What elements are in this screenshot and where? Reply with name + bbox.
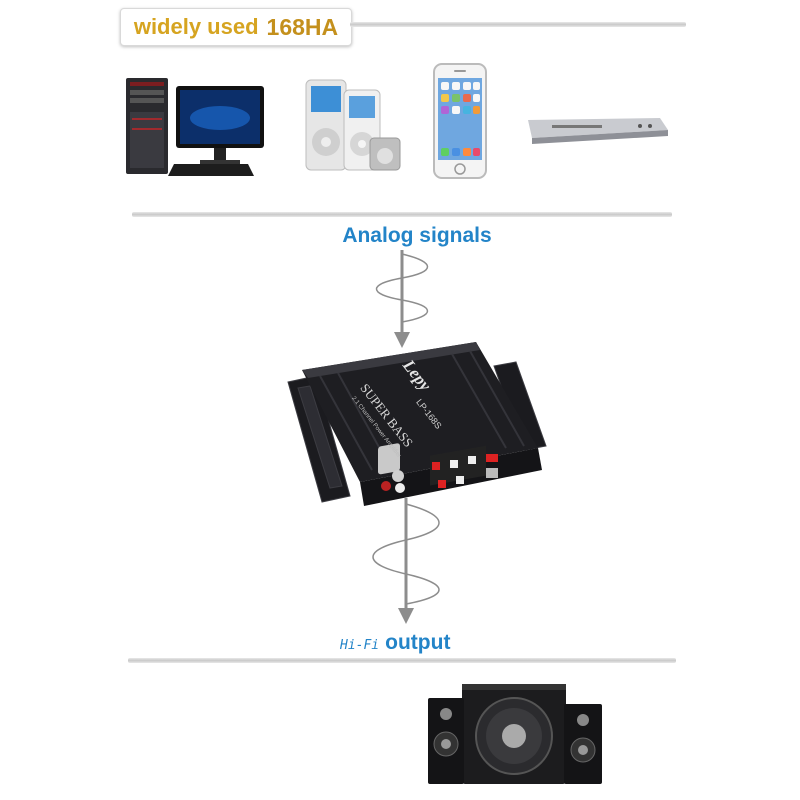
badge-model: 168HA (266, 13, 339, 40)
output-signal-arrow (366, 496, 446, 628)
speaker-system-icon (424, 680, 606, 788)
hifi-prefix: Hi-Fi (340, 638, 380, 653)
top-divider (350, 22, 686, 27)
hifi-output-label: Hi-Fi output (340, 631, 520, 655)
middle-divider (132, 212, 672, 217)
music-player-icon (300, 74, 408, 174)
title-badge: widely used 168HA (120, 8, 352, 46)
input-signal-arrow (370, 248, 434, 352)
amplifier-image: SUPER BASS 2.1 Channel Power Amplifier L… (280, 336, 550, 508)
phone-icon (432, 62, 488, 180)
output-text: output (385, 631, 451, 654)
desktop-computer-icon (122, 72, 270, 180)
bottom-divider (128, 658, 676, 663)
dvd-player-icon (522, 108, 670, 148)
badge-prefix: widely used (133, 14, 259, 39)
analog-signals-label: Analog signals (342, 224, 492, 247)
